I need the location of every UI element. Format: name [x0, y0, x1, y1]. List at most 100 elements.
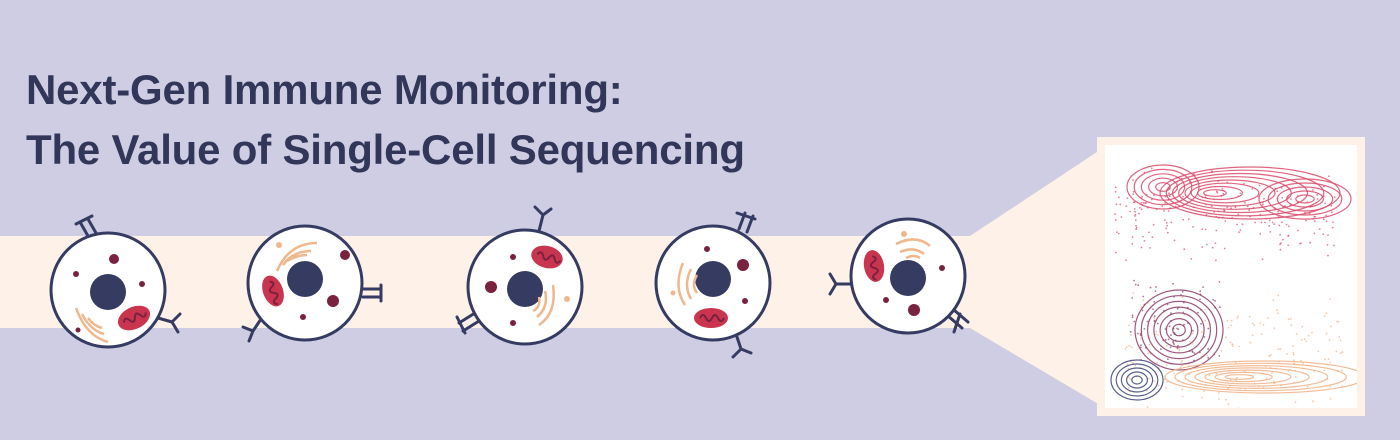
golgi-lines: [275, 241, 318, 272]
pink-cluster-dot: [1282, 238, 1284, 241]
mitochondrion-icon: [117, 305, 151, 331]
peach-cluster-dot: [1148, 343, 1151, 346]
pink-cluster-dot: [1143, 240, 1146, 242]
peach-cluster-dot: [1226, 320, 1229, 322]
vesicle: [901, 231, 907, 237]
peach-cluster-dot: [1292, 345, 1294, 347]
receptor-icon: [241, 283, 383, 343]
purple-cluster-dot: [1192, 329, 1194, 332]
pink-cluster-dot: [1333, 196, 1336, 199]
pink-cluster-dot: [1314, 215, 1317, 218]
peach-cluster-dot: [1300, 359, 1302, 362]
peach-cluster-dot: [1237, 407, 1239, 408]
peach-cluster-dot: [1129, 334, 1132, 336]
peach-cluster-dot: [1325, 332, 1328, 335]
purple-cluster-dot: [1137, 284, 1140, 286]
peach-cluster-dot: [1286, 353, 1288, 355]
peach-cluster-dot: [1128, 324, 1130, 327]
vesicle: [300, 314, 306, 320]
pink-cluster-dot: [1263, 197, 1265, 200]
peach-cluster-dot: [1218, 398, 1220, 400]
purple-cluster-dot: [1191, 350, 1194, 353]
density-plot-canvas: [1105, 145, 1357, 408]
vesicle: [510, 320, 516, 326]
pink-cluster-dot: [1182, 218, 1185, 221]
pink-cluster-dot: [1230, 207, 1232, 210]
pink-cluster-dot: [1237, 213, 1240, 216]
vesicle: [742, 298, 748, 304]
peach-cluster-dot: [1238, 345, 1240, 348]
pink-cluster-dot: [1149, 247, 1151, 249]
mitochondrion-icon: [531, 245, 563, 269]
peach-cluster-dot: [1277, 348, 1280, 350]
purple-cluster-dot: [1156, 322, 1159, 325]
peach-cluster-dot: [1201, 396, 1203, 399]
peach-cluster-dot: [1148, 377, 1150, 380]
purple-cluster-dot: [1199, 298, 1201, 301]
pink-cluster-dot: [1133, 201, 1136, 204]
pink-cluster-contour: [1190, 182, 1260, 204]
pink-cluster-dot: [1201, 228, 1204, 231]
pink-cluster-dot: [1138, 206, 1141, 209]
peach-cluster-dot: [1181, 296, 1184, 299]
pink-cluster-dot: [1261, 258, 1264, 261]
pink-cluster-dot: [1251, 187, 1254, 190]
pink-cluster-dot: [1134, 219, 1137, 222]
density-plot-frame: [1097, 137, 1365, 416]
peach-cluster-dot: [1294, 376, 1297, 378]
receptor-icon: [455, 205, 553, 335]
purple-cluster-dot: [1202, 286, 1204, 288]
golgi-lines: [895, 238, 931, 260]
peach-cluster-dot: [1146, 406, 1149, 408]
pink-cluster-dot: [1214, 242, 1217, 245]
pink-cluster-dot: [1258, 184, 1261, 187]
peach-cluster-dot: [1329, 298, 1331, 300]
purple-cluster-dot: [1153, 319, 1156, 322]
peach-cluster-dot: [1292, 351, 1295, 354]
purple-cluster-dot: [1197, 311, 1199, 314]
peach-cluster-dot: [1295, 333, 1298, 335]
pink-cluster-dot: [1327, 234, 1329, 236]
peach-cluster-dot: [1323, 369, 1326, 372]
zoom-funnel: [970, 150, 1100, 405]
pink-cluster-dot: [1268, 225, 1271, 227]
pink-cluster-dot: [1278, 224, 1281, 227]
purple-cluster-dot: [1155, 286, 1157, 288]
purple-cluster-contour: [1140, 295, 1218, 365]
peach-cluster-dot: [1249, 341, 1252, 344]
purple-cluster-dot: [1167, 338, 1170, 341]
pink-cluster-dot: [1114, 213, 1116, 215]
peach-cluster-dot: [1225, 398, 1227, 401]
pink-cluster-dot: [1316, 194, 1319, 196]
pink-cluster-dot: [1114, 251, 1117, 254]
purple-cluster-dot: [1142, 295, 1145, 298]
pink-cluster-dot: [1279, 243, 1281, 246]
pink-cluster-dot: [1234, 206, 1237, 209]
peach-cluster-dot: [1157, 334, 1159, 336]
pink-cluster-dot: [1170, 221, 1173, 224]
pink-cluster-dot: [1134, 213, 1137, 216]
peach-cluster-dot: [1154, 333, 1157, 335]
peach-cluster-dot: [1312, 400, 1314, 403]
peach-cluster-dot: [1206, 354, 1209, 357]
peach-cluster-dot: [1330, 325, 1332, 328]
peach-cluster-dot: [1292, 359, 1295, 362]
vesicle: [670, 290, 676, 296]
peach-cluster-dot: [1303, 338, 1306, 341]
pink-cluster-dot: [1327, 254, 1329, 257]
peach-cluster-dot: [1335, 350, 1338, 353]
peach-cluster-dot: [1173, 372, 1175, 375]
contour-density-plot-icon: [1110, 164, 1357, 408]
peach-cluster-dot: [1166, 381, 1168, 383]
pink-cluster-dot: [1318, 228, 1321, 230]
purple-cluster-dot: [1199, 290, 1202, 293]
peach-cluster-dot: [1329, 397, 1332, 400]
pink-cluster-dot: [1192, 226, 1194, 228]
pink-cluster-dot: [1238, 231, 1240, 234]
purple-cluster-dot: [1212, 299, 1214, 301]
pink-cluster-dot: [1332, 221, 1334, 224]
pink-cluster-dot: [1326, 244, 1329, 246]
peach-cluster-dot: [1183, 313, 1186, 316]
peach-cluster-dot: [1147, 352, 1149, 354]
pink-cluster-dot: [1114, 190, 1117, 193]
